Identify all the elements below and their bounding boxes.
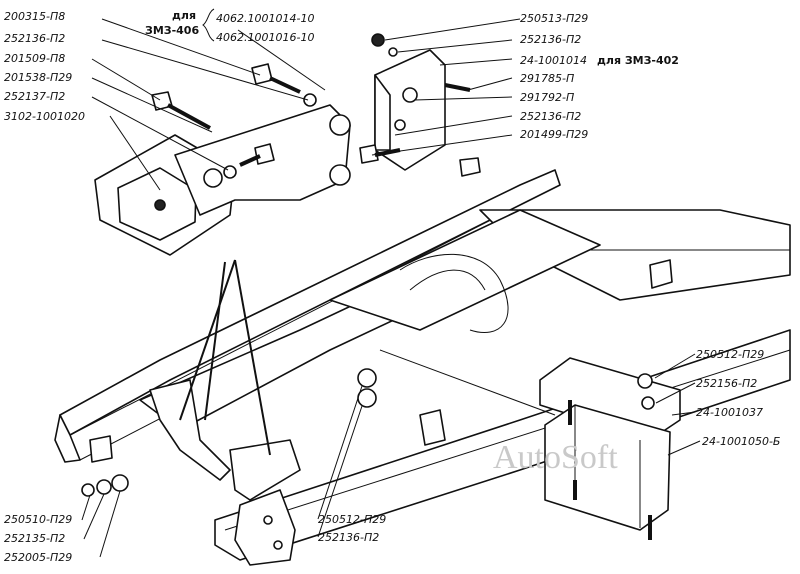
note-variant-1: 4062.1001014-10	[216, 12, 314, 25]
part-label: 250510-П29	[4, 513, 72, 526]
part-label: 252005-П29	[4, 551, 72, 564]
part-label: 252136-П2	[520, 110, 581, 123]
part-label: 252136-П2	[4, 32, 65, 45]
part-label: 291785-П	[520, 72, 574, 85]
engine-mount-left	[94, 63, 351, 256]
part-label: 252137-П2	[4, 90, 65, 103]
part-label: 24-1001014	[520, 54, 587, 67]
part-label: 201538-П29	[4, 71, 72, 84]
leader-lines	[81, 18, 701, 558]
note-zmz402: для ЗМЗ-402	[597, 54, 679, 67]
mount-bracket-right	[359, 33, 471, 171]
part-label: 200315-П8	[4, 10, 65, 23]
part-label: 201509-П8	[4, 52, 65, 65]
part-label: 24-1001037	[696, 406, 763, 419]
part-label: 252136-П2	[520, 33, 581, 46]
note-zmz406-engine: ЗМЗ-406	[145, 24, 199, 37]
part-label: 24-1001050-Б	[702, 435, 780, 448]
part-label: 250512-П29	[696, 348, 764, 361]
part-label: 252136-П2	[318, 531, 379, 544]
rubber-pad-right	[539, 357, 681, 540]
part-label: 291792-П	[520, 91, 574, 104]
part-label: 250513-П29	[520, 12, 588, 25]
part-label: 3102-1001020	[4, 110, 85, 123]
part-label: 252135-П2	[4, 532, 65, 545]
part-label: 250512-П29	[318, 513, 386, 526]
note-variant-2: 4062.1001016-10	[216, 31, 314, 44]
variant-brace	[202, 8, 215, 42]
watermark: AutoSoft	[493, 439, 618, 476]
note-zmz406-for: для	[172, 9, 196, 22]
part-label: 201499-П29	[520, 128, 588, 141]
part-label: 252156-П2	[696, 377, 757, 390]
fasteners-left	[81, 368, 377, 497]
